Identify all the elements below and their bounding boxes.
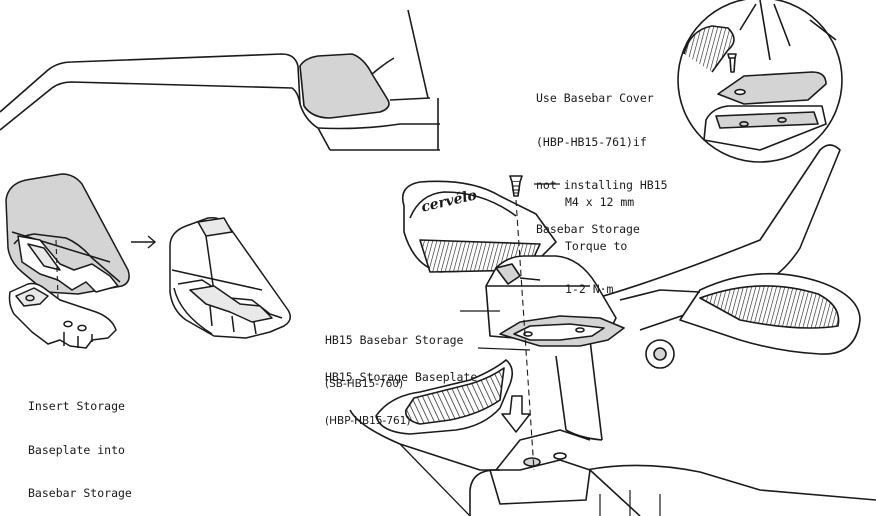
inset-detail-circle — [677, 0, 843, 163]
storage-label: HB15 Basebar Storage (SB-HB15-760) — [325, 304, 463, 406]
left-exploded-storage — [5, 173, 130, 349]
step-arrow — [131, 235, 157, 249]
baseplate-label: HB15 Storage Baseplate (HBP-HB15-761) — [325, 341, 477, 443]
insert-line-2: Baseplate into — [28, 442, 125, 457]
cover-note-line-1: Use Basebar Cover — [536, 91, 654, 105]
cover-note-line-4: Basebar Storage — [536, 221, 640, 236]
insert-line-3: Basebar Storage — [28, 486, 132, 500]
storage-line-1: HB15 Basebar Storage — [325, 333, 464, 347]
cover-note-line-2: (HBP-HB15-761)if — [536, 134, 647, 149]
insert-line-1: Insert Storage — [28, 399, 125, 413]
bolt-spec-line-3: 1-2 N·m — [565, 282, 614, 296]
main-handlebar-assembly — [349, 144, 876, 516]
bolt-spec-line-2: Torque to — [565, 238, 628, 253]
bolt-spec-label: M4 x 12 mm Torque to 1-2 N·m — [565, 166, 634, 311]
bolt-spec-line-1: M4 x 12 mm — [565, 195, 635, 209]
insert-instruction-label: Insert Storage Baseplate into Basebar St… — [28, 370, 132, 515]
cover-note-label: Use Basebar Cover (HBP-HB15-761)if not i… — [536, 62, 668, 251]
cover-note-line-3: not installing HB15 — [536, 178, 668, 192]
baseplate-line-2: (HBP-HB15-761) — [325, 414, 411, 427]
baseplate-line-1: HB15 Storage Baseplate — [325, 370, 478, 384]
top-basebar-view — [0, 9, 440, 151]
storage-line-2: (SB-HB15-760) — [325, 377, 404, 390]
middle-assembled-storage — [169, 216, 291, 339]
leader-lines — [460, 183, 560, 351]
